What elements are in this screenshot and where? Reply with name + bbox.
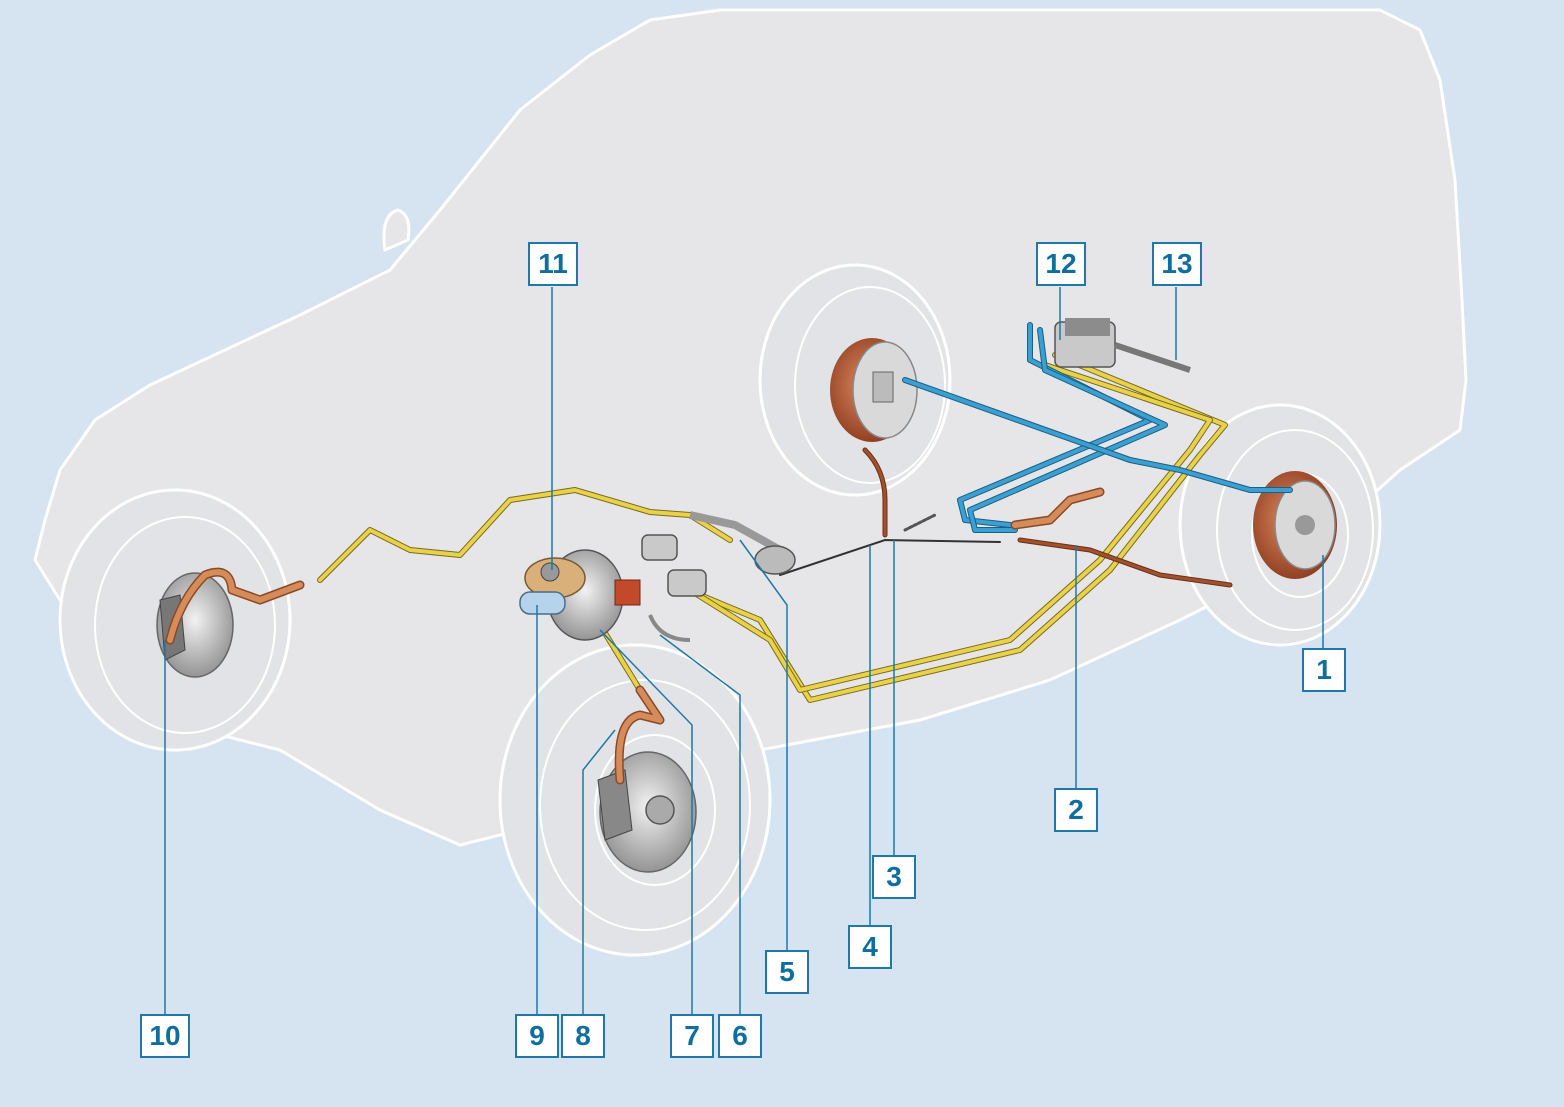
callout-2: 2 — [1054, 788, 1098, 832]
blue-brake-lines — [902, 322, 1293, 533]
callout-4: 4 — [848, 925, 892, 969]
car-body-silhouette — [33, 8, 1468, 847]
front-right-wheel — [498, 643, 772, 957]
side-mirror — [382, 208, 411, 253]
parking-brake-cables — [779, 447, 1233, 588]
callout-6: 6 — [718, 1014, 762, 1058]
callout-12: 12 — [1036, 242, 1086, 286]
callout-3: 3 — [872, 855, 916, 899]
callout-8: 8 — [561, 1014, 605, 1058]
yellow-brake-lines — [317, 352, 1228, 703]
rear-master-unit — [1054, 318, 1191, 373]
copper-hoses — [165, 487, 1105, 785]
callout-13: 13 — [1152, 242, 1202, 286]
callout-1: 1 — [1302, 648, 1346, 692]
rear-left-wheel — [758, 263, 952, 497]
callout-7: 7 — [670, 1014, 714, 1058]
callout-9: 9 — [515, 1014, 559, 1058]
pressure-regulator — [641, 511, 796, 642]
callout-10: 10 — [140, 1014, 190, 1058]
brake-booster-master-cylinder — [519, 549, 641, 641]
callout-11: 11 — [528, 242, 578, 286]
callout-5: 5 — [765, 950, 809, 994]
callout-leader-lines — [164, 287, 1324, 1014]
